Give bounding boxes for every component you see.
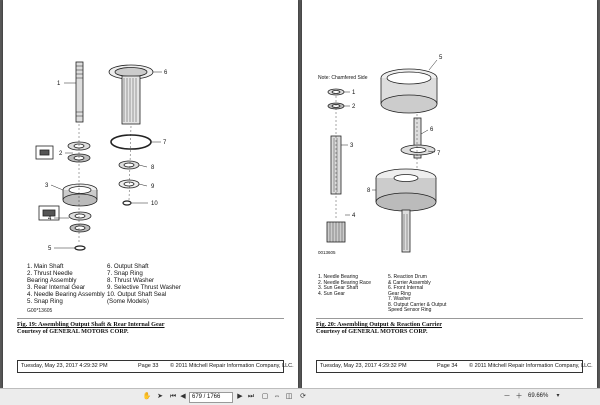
callout-2: 2	[352, 104, 356, 110]
callout-1: 1	[57, 81, 61, 87]
caption-divider	[17, 318, 284, 319]
callout-8: 8	[367, 188, 371, 194]
legend-item: 1. Main Shaft	[27, 263, 64, 270]
callout-3: 3	[350, 143, 354, 149]
figure-20-caption: Fig. 20: Assembling Output & Reaction Ca…	[316, 321, 442, 335]
footer-page-number: Page 33	[138, 363, 159, 369]
courtesy-line: Courtesy of GENERAL MOTORS CORP.	[316, 328, 428, 335]
select-arrow-icon[interactable]: ➤	[157, 393, 163, 400]
document-page-33: 1 2 3 4 5 6 7 8 9 10 1. Main Shaft 2. Th…	[3, 0, 298, 388]
first-page-icon[interactable]: ⏮	[169, 393, 177, 400]
legend-item: Speed Sensor Ring	[388, 307, 432, 313]
callout-7: 7	[437, 151, 441, 157]
hand-tool-icon[interactable]: ✋	[142, 393, 152, 400]
callout-5: 5	[48, 246, 52, 252]
image-code: 0013605	[318, 250, 336, 255]
next-page-icon[interactable]: ▶	[237, 393, 243, 400]
legend-item: 9. Selective Thrust Washer	[107, 284, 181, 291]
figure-19-legend-column-1: 1. Main Shaft 2. Thrust Needle Bearing A…	[27, 263, 105, 305]
callout-3: 3	[45, 183, 49, 189]
legend-item: 7. Snap Ring	[107, 270, 143, 277]
zoom-out-icon[interactable]: －	[503, 393, 511, 400]
legend-item: 5. Reaction Drum	[388, 274, 427, 280]
legend-item: 7. Washer	[388, 296, 411, 302]
callout-1: 1	[352, 90, 356, 96]
legend-item: 3. Sun Gear Shaft	[318, 285, 359, 291]
callout-8: 8	[151, 165, 155, 171]
legend-item: 6. Front Internal	[388, 285, 424, 291]
legend-item: 4. Sun Gear	[318, 290, 345, 297]
legend-item: 2. Thrust Needle	[27, 270, 73, 277]
figure-20-legend-column-1: 1. Needle Bearing 2. Needle Bearing Race…	[318, 274, 372, 297]
legend-item: 10. Output Shaft Seal	[107, 291, 167, 298]
figure-20-legend-column-2: 5. Reaction Drum & Carrier Assembly 6. F…	[388, 274, 447, 314]
footer-copyright: © 2011 Mitchell Repair Information Compa…	[469, 363, 593, 369]
legend-item: 2. Needle Bearing Race	[318, 279, 372, 286]
legend-item: 5. Snap Ring	[27, 298, 63, 305]
figure-title: Fig. 20: Assembling Output & Reaction Ca…	[316, 321, 442, 328]
page-footer: Tuesday, May 23, 2017 4:29:32 PM Page 33…	[17, 360, 294, 373]
page-number-field[interactable]	[189, 392, 233, 403]
caption-divider	[316, 318, 583, 319]
legend-item: Bearing Assembly	[27, 277, 77, 284]
callout-6: 6	[164, 70, 168, 76]
document-page-34: Note: Chamfered Side 1 2 3 4 5 6 7 8 001…	[302, 0, 597, 388]
zoom-dropdown-icon[interactable]: ▾	[556, 393, 560, 399]
callout-7: 7	[163, 140, 167, 146]
courtesy-line: Courtesy of GENERAL MOTORS CORP.	[17, 328, 129, 335]
legend-item: 6. Output Shaft	[107, 263, 149, 270]
callout-9: 9	[151, 184, 155, 190]
two-page-icon[interactable]: ◫	[285, 393, 293, 400]
legend-item: 8. Thrust Washer	[107, 277, 155, 284]
output-shaft-seal-part	[122, 200, 132, 206]
legend-item: 1. Needle Bearing	[318, 274, 359, 280]
page-footer: Tuesday, May 23, 2017 4:29:32 PM Page 34…	[316, 360, 593, 373]
zoom-level[interactable]: 69.66%	[528, 393, 549, 399]
viewer-toolbar: ✋ ➤ ⏮ ◀ ▶ ⏭ ▢ ⇔ ◫ ⟳ － ＋ 69.66% ▾	[0, 388, 600, 405]
callout-5: 5	[439, 55, 443, 61]
footer-page-number: Page 34	[437, 363, 458, 369]
last-page-icon[interactable]: ⏭	[247, 393, 255, 400]
legend-item: 3. Rear Internal Gear	[27, 284, 86, 291]
fit-page-icon[interactable]: ▢	[261, 393, 269, 400]
figure-20-exploded-diagram: Note: Chamfered Side 1 2 3 4 5 6 7 8 001…	[318, 55, 443, 255]
legend-item: Gear Ring	[388, 290, 411, 297]
legend-item: & Carrier Assembly	[388, 279, 431, 286]
note-chamfered-side: Note: Chamfered Side	[318, 75, 368, 81]
image-code: G00*13605	[27, 308, 53, 314]
legend-item: 4. Needle Bearing Assembly	[27, 291, 105, 298]
page-number-input[interactable]	[192, 393, 230, 402]
callout-10: 10	[151, 201, 158, 207]
rotate-icon[interactable]: ⟳	[300, 393, 306, 400]
fit-width-icon[interactable]: ⇔	[273, 393, 281, 400]
main-shaft-part	[75, 61, 84, 123]
callout-4: 4	[352, 213, 356, 219]
previous-page-icon[interactable]: ◀	[180, 393, 186, 400]
figure-19-caption: Fig. 19: Assembling Output Shaft & Rear …	[17, 321, 165, 335]
figure-title: Fig. 19: Assembling Output Shaft & Rear …	[17, 321, 165, 328]
legend-item: (Some Models)	[107, 298, 149, 305]
callout-2: 2	[59, 151, 63, 157]
zoom-in-icon[interactable]: ＋	[515, 393, 523, 400]
snap-ring-part	[110, 134, 152, 150]
footer-date: Tuesday, May 23, 2017 4:29:32 PM	[21, 363, 108, 369]
legend-item: 8. Output Carrier & Output	[388, 301, 447, 308]
footer-copyright: © 2011 Mitchell Repair Information Compa…	[170, 363, 294, 369]
callout-6: 6	[430, 127, 434, 133]
footer-date: Tuesday, May 23, 2017 4:29:32 PM	[320, 363, 407, 369]
callout-4: 4	[48, 216, 52, 222]
figure-19-legend-column-2: 6. Output Shaft 7. Snap Ring 8. Thrust W…	[107, 263, 181, 305]
figure-19-exploded-diagram: 1 2 3 4 5 6 7 8 9 10	[35, 61, 168, 252]
